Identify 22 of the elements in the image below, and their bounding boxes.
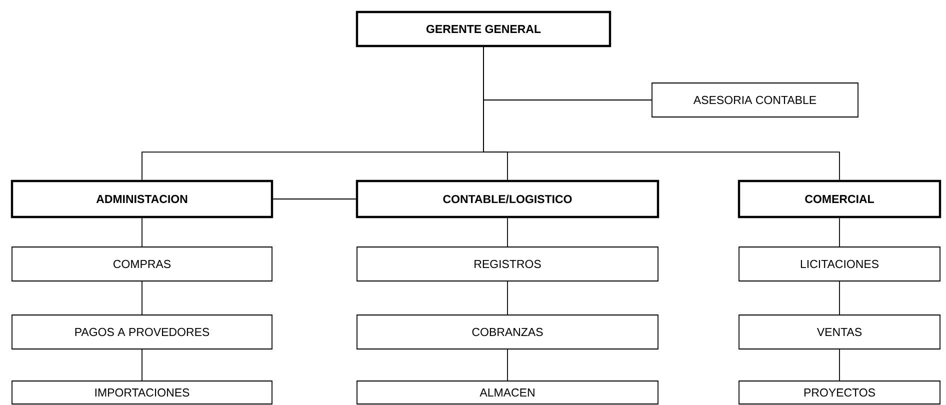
- department-box: COMERCIAL: [738, 180, 942, 218]
- connector-line: [839, 349, 840, 381]
- department-box: ADMINISTACION: [10, 180, 274, 218]
- unit-box: COBRANZAS: [356, 314, 658, 350]
- connector-line: [839, 281, 840, 315]
- connector-line: [507, 349, 508, 381]
- unit-box: COMPRAS: [12, 246, 272, 282]
- connector-line: [839, 218, 840, 247]
- advisory-box: ASESORIA CONTABLE: [652, 82, 858, 118]
- unit-box: VENTAS: [738, 314, 940, 350]
- department-box: CONTABLE/LOGISTICO: [356, 180, 660, 218]
- connector-line: [272, 198, 356, 200]
- connector-line: [483, 46, 840, 180]
- connector-line: [507, 281, 508, 315]
- connector-line: [507, 218, 508, 247]
- unit-box: LICITACIONES: [738, 246, 940, 282]
- unit-box: PROYECTOS: [738, 380, 940, 404]
- unit-box: PAGOS A PROVEDORES: [12, 314, 272, 350]
- unit-box: REGISTROS: [356, 246, 658, 282]
- title-box: GERENTE GENERAL: [356, 10, 612, 48]
- unit-box: IMPORTACIONES: [12, 380, 272, 404]
- unit-box: ALMACEN: [356, 380, 658, 404]
